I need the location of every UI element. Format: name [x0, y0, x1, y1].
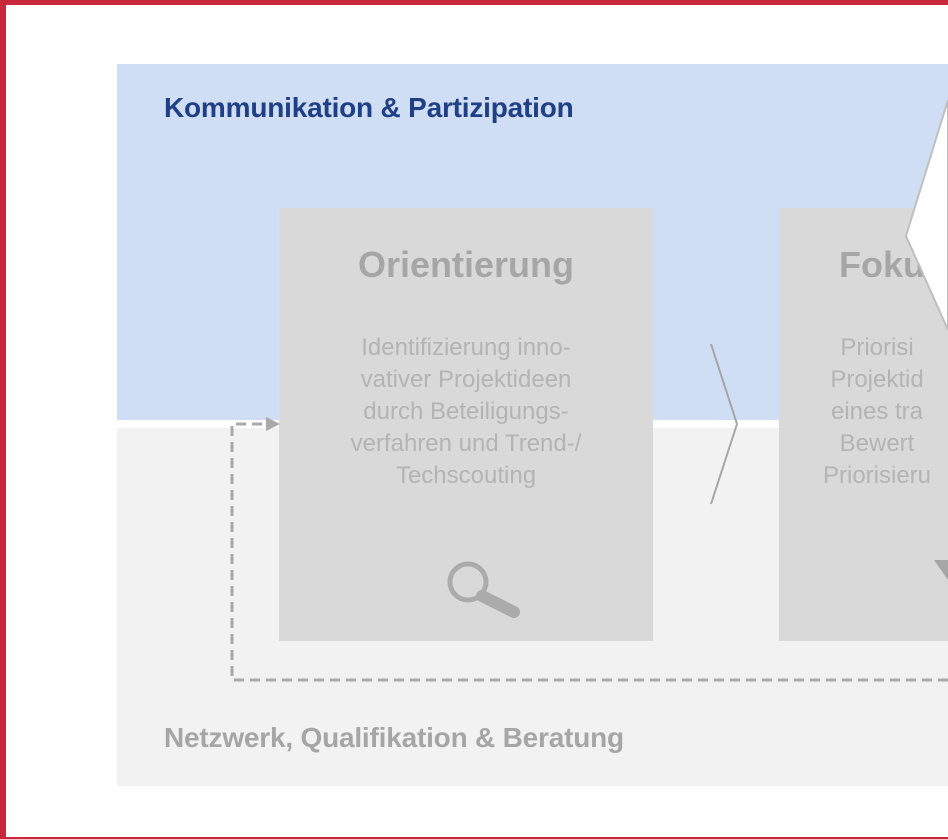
communication-band-title: Kommunikation & Partizipation — [164, 92, 574, 123]
description-line: Projektid — [830, 366, 924, 393]
triangle-marker-icon — [934, 560, 948, 580]
orientation-card-title: Orientierung — [357, 244, 575, 285]
magnifier-icon — [447, 561, 520, 618]
focus-card-description: Priorisi Projektid eines tra Bewert Prio… — [777, 332, 948, 492]
callout-bubble — [904, 99, 948, 331]
description-line: eines tra — [830, 398, 924, 425]
description-line: Bewert — [839, 430, 915, 457]
network-band-title: Netzwerk, Qualifikation & Beratung — [164, 722, 624, 753]
description-line: Priorisieru — [822, 462, 932, 489]
description-line: vativer Projektideen — [360, 366, 572, 393]
focus-card-title: Foku — [839, 244, 925, 285]
orientation-card-description: Identifizierung inno- vativer Projektide… — [279, 332, 653, 492]
description-line: durch Beteiligungs- — [363, 398, 569, 425]
chevron-right-icon — [710, 343, 739, 505]
feedback-loop-arrow — [230, 417, 948, 682]
description-line: verfahren und Trend-/ — [350, 430, 582, 457]
description-line: Techscouting — [395, 462, 537, 489]
orientation-card: Orientierung Identifizierung inno- vativ… — [279, 208, 653, 641]
description-line: Priorisi — [840, 334, 914, 361]
description-line: Identifizierung inno- — [361, 334, 571, 361]
focus-card: Foku Priorisi Projektid eines tra Bewert… — [779, 208, 948, 641]
